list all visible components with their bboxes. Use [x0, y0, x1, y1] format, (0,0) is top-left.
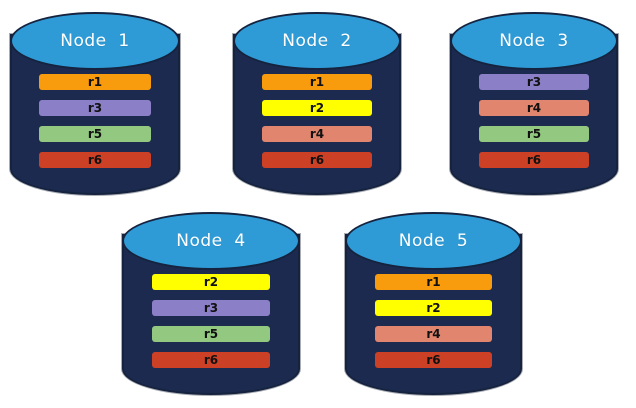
replica-bar-r2[interactable]: r2 — [261, 100, 373, 116]
node-2[interactable]: Node 2 r1 r2 r4 r6 — [233, 12, 401, 195]
replica-bar-r1[interactable]: r1 — [261, 74, 373, 90]
replica-bar-r4[interactable]: r4 — [375, 326, 492, 342]
node-4[interactable]: Node 4 r2 r3 r5 r6 — [122, 212, 300, 395]
cylinder-top-ellipse — [122, 212, 300, 270]
node-5[interactable]: Node 5 r1 r2 r4 r6 — [345, 212, 522, 395]
node-label: Node 4 — [176, 231, 246, 251]
node-label: Node 1 — [60, 31, 130, 51]
replica-bar-r5[interactable]: r5 — [478, 126, 590, 142]
node-label: Node 3 — [499, 31, 569, 51]
replica-bar-r2[interactable]: r2 — [152, 274, 270, 290]
cylinder-top-ellipse — [345, 212, 522, 270]
replica-bar-r4[interactable]: r4 — [261, 126, 373, 142]
replica-bar-r6[interactable]: r6 — [38, 152, 152, 168]
node-label: Node 2 — [282, 31, 352, 51]
replica-bar-r3[interactable]: r3 — [478, 74, 590, 90]
replica-bar-r1[interactable]: r1 — [38, 74, 152, 90]
replica-bar-r6[interactable]: r6 — [478, 152, 590, 168]
replica-stack: r3 r4 r5 r6 — [450, 70, 618, 168]
replica-bar-r5[interactable]: r5 — [38, 126, 152, 142]
replica-bar-r5[interactable]: r5 — [152, 326, 270, 342]
node-3[interactable]: Node 3 r3 r4 r5 r6 — [450, 12, 618, 195]
replica-bar-r4[interactable]: r4 — [478, 100, 590, 116]
replica-stack: r2 r3 r5 r6 — [122, 270, 300, 368]
replica-stack: r1 r2 r4 r6 — [345, 270, 522, 368]
replica-bar-r6[interactable]: r6 — [261, 152, 373, 168]
replica-bar-r2[interactable]: r2 — [375, 300, 492, 316]
cylinder-top-ellipse — [10, 12, 180, 70]
replica-bar-r1[interactable]: r1 — [375, 274, 492, 290]
replica-stack: r1 r2 r4 r6 — [233, 70, 401, 168]
replica-bar-r3[interactable]: r3 — [38, 100, 152, 116]
node-1[interactable]: Node 1 r1 r3 r5 r6 — [10, 12, 180, 195]
cylinder-top-ellipse — [233, 12, 401, 70]
replica-bar-r3[interactable]: r3 — [152, 300, 270, 316]
node-label: Node 5 — [398, 231, 469, 251]
cylinder-top-ellipse — [450, 12, 618, 70]
replica-bar-r6[interactable]: r6 — [152, 352, 270, 368]
replica-bar-r6[interactable]: r6 — [375, 352, 492, 368]
replica-stack: r1 r3 r5 r6 — [10, 70, 180, 168]
